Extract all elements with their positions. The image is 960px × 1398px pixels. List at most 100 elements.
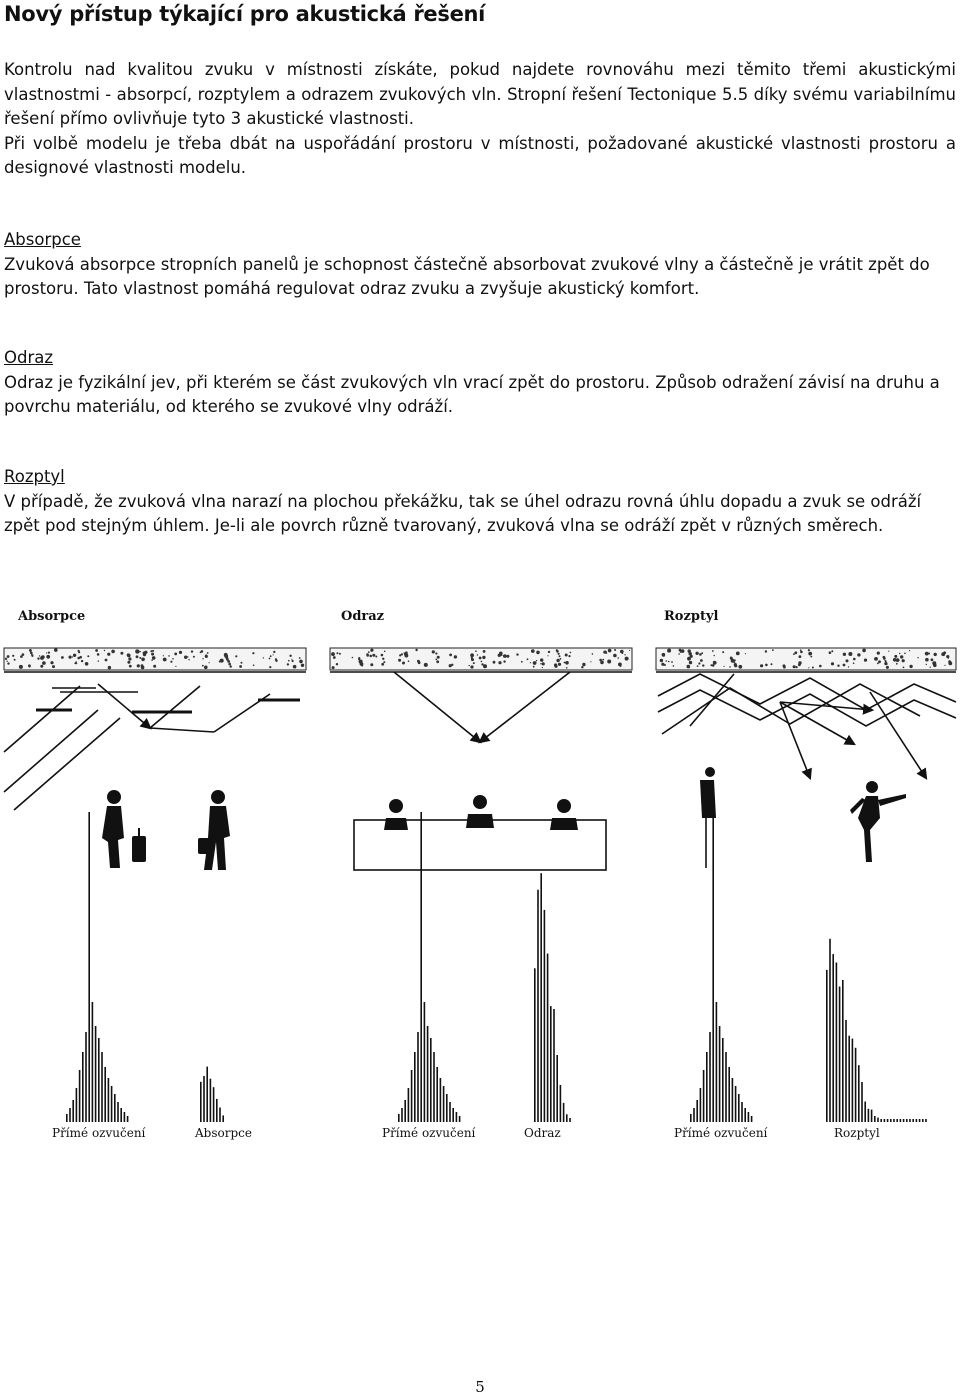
ceiling-speckle xyxy=(730,658,735,663)
histogram-bar xyxy=(66,1114,68,1122)
ceiling-speckle xyxy=(30,653,33,655)
ceiling-speckle xyxy=(286,663,290,666)
histogram-bar xyxy=(219,1107,221,1122)
ceiling-speckle xyxy=(701,652,704,655)
ceiling-speckle xyxy=(184,655,188,659)
ceiling-speckle xyxy=(659,658,664,663)
histogram-bar xyxy=(835,962,838,1122)
ceiling-speckle xyxy=(77,656,80,660)
ceiling-speckle xyxy=(71,656,74,658)
ceiling-speckle xyxy=(831,650,834,653)
histogram-effect-label: Rozptyl xyxy=(834,1126,880,1140)
ceiling-speckle xyxy=(800,650,803,654)
histogram-bar xyxy=(430,1038,432,1122)
ceiling-speckle xyxy=(383,661,386,664)
histogram-bar xyxy=(699,1088,702,1122)
ceiling-speckle xyxy=(498,661,502,665)
ceiling-speckle xyxy=(269,655,272,658)
histogram-bar xyxy=(439,1078,442,1122)
ceiling-speckle xyxy=(470,653,474,658)
ceiling-speckle xyxy=(188,659,190,661)
ceiling-speckle xyxy=(21,653,25,656)
histogram-bar xyxy=(848,1035,850,1122)
ceiling-speckle xyxy=(208,662,210,664)
ceiling-speckle xyxy=(80,659,84,663)
ceiling-speckle xyxy=(175,665,177,667)
ceiling-speckle xyxy=(470,665,474,669)
businessman-icon xyxy=(198,790,230,870)
ceiling-speckle xyxy=(887,665,889,668)
histogram-bar xyxy=(738,1094,740,1122)
histogram-bar xyxy=(718,1026,721,1122)
histogram-bar xyxy=(890,1119,892,1122)
ceiling-speckle xyxy=(435,652,438,655)
ceiling-speckle xyxy=(541,662,545,666)
ceiling-speckle xyxy=(876,651,880,655)
ceiling-speckle xyxy=(240,661,243,664)
histogram-bar xyxy=(458,1116,461,1122)
histogram-bar xyxy=(909,1119,911,1122)
ceiling-speckle xyxy=(480,660,483,663)
ceiling-speckle xyxy=(547,655,549,657)
ceiling-speckle xyxy=(111,649,115,654)
ceiling-speckle xyxy=(723,665,725,667)
ceiling-speckle xyxy=(192,655,195,658)
ceiling-speckle xyxy=(663,655,665,657)
ceiling-speckle xyxy=(582,662,586,667)
ceiling-speckle xyxy=(591,653,594,655)
ceiling-speckle xyxy=(738,664,743,669)
ceiling-speckle xyxy=(402,661,405,665)
ceiling-speckle xyxy=(13,658,16,661)
ceiling-speckle xyxy=(629,649,631,651)
ceiling-speckle xyxy=(556,650,559,653)
ceiling-speckle xyxy=(688,652,692,656)
ceiling-speckle xyxy=(932,661,937,666)
ceiling-speckle xyxy=(275,659,278,662)
ceiling-speckle xyxy=(4,657,8,660)
ceiling-speckle xyxy=(141,657,145,662)
ceiling-speckle xyxy=(667,648,672,653)
histogram-bar xyxy=(858,1065,860,1122)
ceiling-speckle xyxy=(206,652,209,654)
ceiling-speckle xyxy=(204,665,208,670)
ceiling-speckle xyxy=(853,657,856,661)
histogram-bar xyxy=(69,1108,71,1122)
ceiling-speckle xyxy=(607,659,612,664)
histogram-bar xyxy=(918,1119,921,1122)
ceiling-speckle xyxy=(399,654,402,657)
ceiling-speckle xyxy=(400,653,403,656)
ceiling-speckle xyxy=(128,657,132,661)
ceiling-speckle xyxy=(696,665,699,667)
ceiling-speckle xyxy=(568,655,571,658)
histogram-bar xyxy=(407,1088,410,1122)
ceiling-speckle xyxy=(862,649,865,652)
histogram-bar xyxy=(78,1070,81,1122)
histogram-bar xyxy=(449,1102,451,1122)
histogram-bar xyxy=(566,1114,568,1122)
histogram-absorpce xyxy=(66,812,224,1122)
ceiling-speckle xyxy=(783,665,786,669)
ceiling-speckle xyxy=(930,658,934,662)
ceiling-speckle xyxy=(482,655,486,660)
histogram-bar xyxy=(452,1108,454,1122)
histogram-bar xyxy=(110,1086,113,1122)
ceiling-speckle xyxy=(227,660,231,663)
ceiling-speckle xyxy=(621,652,624,654)
ceiling-speckle xyxy=(252,664,255,666)
histogram-bar xyxy=(101,1052,103,1122)
histogram-bar xyxy=(537,889,539,1122)
ceiling-speckle xyxy=(624,654,626,656)
ceiling-speckle xyxy=(431,650,435,654)
ceiling-speckle xyxy=(678,648,682,652)
ceiling-speckle xyxy=(600,660,604,665)
ceiling-speckle xyxy=(564,653,568,657)
ceiling-speckle xyxy=(808,667,810,669)
page-title: Nový přístup týkající pro akustická řeše… xyxy=(4,2,486,26)
histogram-odraz xyxy=(398,812,571,1122)
ceiling-speckle xyxy=(557,662,562,666)
histogram-bar xyxy=(569,1118,571,1122)
ceiling-speckle xyxy=(617,657,619,659)
ceiling-speckle xyxy=(711,650,714,652)
ceiling-speckle xyxy=(28,665,31,668)
ceiling-speckle xyxy=(472,662,475,665)
